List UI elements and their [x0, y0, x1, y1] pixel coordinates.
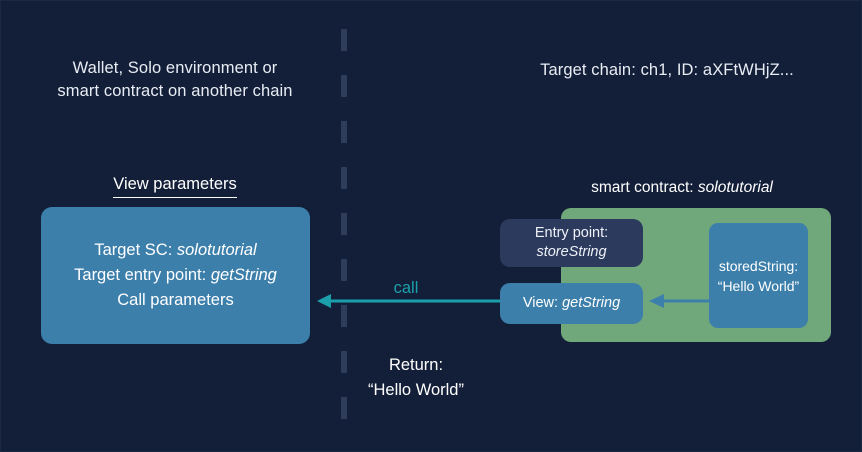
target-sc-value: solotutorial: [176, 241, 257, 259]
view-parameters-box: Target SC: solotutorial Target entry poi…: [41, 207, 310, 344]
left-header-line-2: smart contract on another chain: [57, 82, 293, 100]
stored-string-lines: storedString: “Hello World”: [718, 256, 799, 296]
smart-contract-value: solotutorial: [697, 179, 773, 196]
target-sc-label: Target SC:: [94, 241, 177, 259]
view-box-value: getString: [562, 295, 621, 311]
stored-string-value: “Hello World”: [717, 277, 800, 294]
entry-point-box: Entry point: storeString: [500, 219, 643, 267]
target-sc-line: Target SC: solotutorial: [74, 238, 277, 263]
smart-contract-label: smart contract:: [591, 179, 698, 196]
view-parameters-title: View parameters: [31, 173, 319, 198]
return-label-line-1: Return:: [388, 356, 444, 374]
entry-point-value: storeString: [536, 244, 607, 260]
return-label-line-2: “Hello World”: [368, 381, 464, 399]
return-label: Return: “Hello World”: [331, 353, 501, 403]
view-parameters-title-text: View parameters: [113, 173, 237, 198]
stored-string-box: storedString: “Hello World”: [709, 223, 808, 328]
vertical-dashed-divider: [341, 29, 347, 437]
target-entry-point-value: getString: [210, 266, 277, 284]
entry-point-label: Entry point:: [534, 225, 609, 241]
call-bidirectional-arrow-icon: [317, 292, 517, 310]
stored-string-to-view-arrow-icon: [649, 293, 711, 309]
call-parameters-line: Call parameters: [117, 291, 234, 309]
call-arrow-label: call: [393, 279, 419, 297]
right-column-header: Target chain: ch1, ID: aXFtWHjZ...: [540, 61, 794, 79]
view-box-label: View:: [522, 295, 563, 311]
target-entry-point-line: Target entry point: getString: [74, 263, 277, 288]
stored-string-label: storedString:: [718, 257, 799, 274]
left-header-line-1: Wallet, Solo environment or: [72, 59, 278, 77]
view-box-lines: View: getString: [523, 294, 620, 313]
view-getstring-box: View: getString: [500, 283, 643, 324]
target-entry-point-label: Target entry point:: [74, 266, 211, 284]
smart-contract-header: smart contract: solotutorial: [501, 177, 861, 198]
left-column-header: Wallet, Solo environment or smart contra…: [31, 57, 319, 103]
entry-point-lines: Entry point: storeString: [535, 224, 608, 262]
view-parameters-lines: Target SC: solotutorial Target entry poi…: [64, 238, 287, 313]
